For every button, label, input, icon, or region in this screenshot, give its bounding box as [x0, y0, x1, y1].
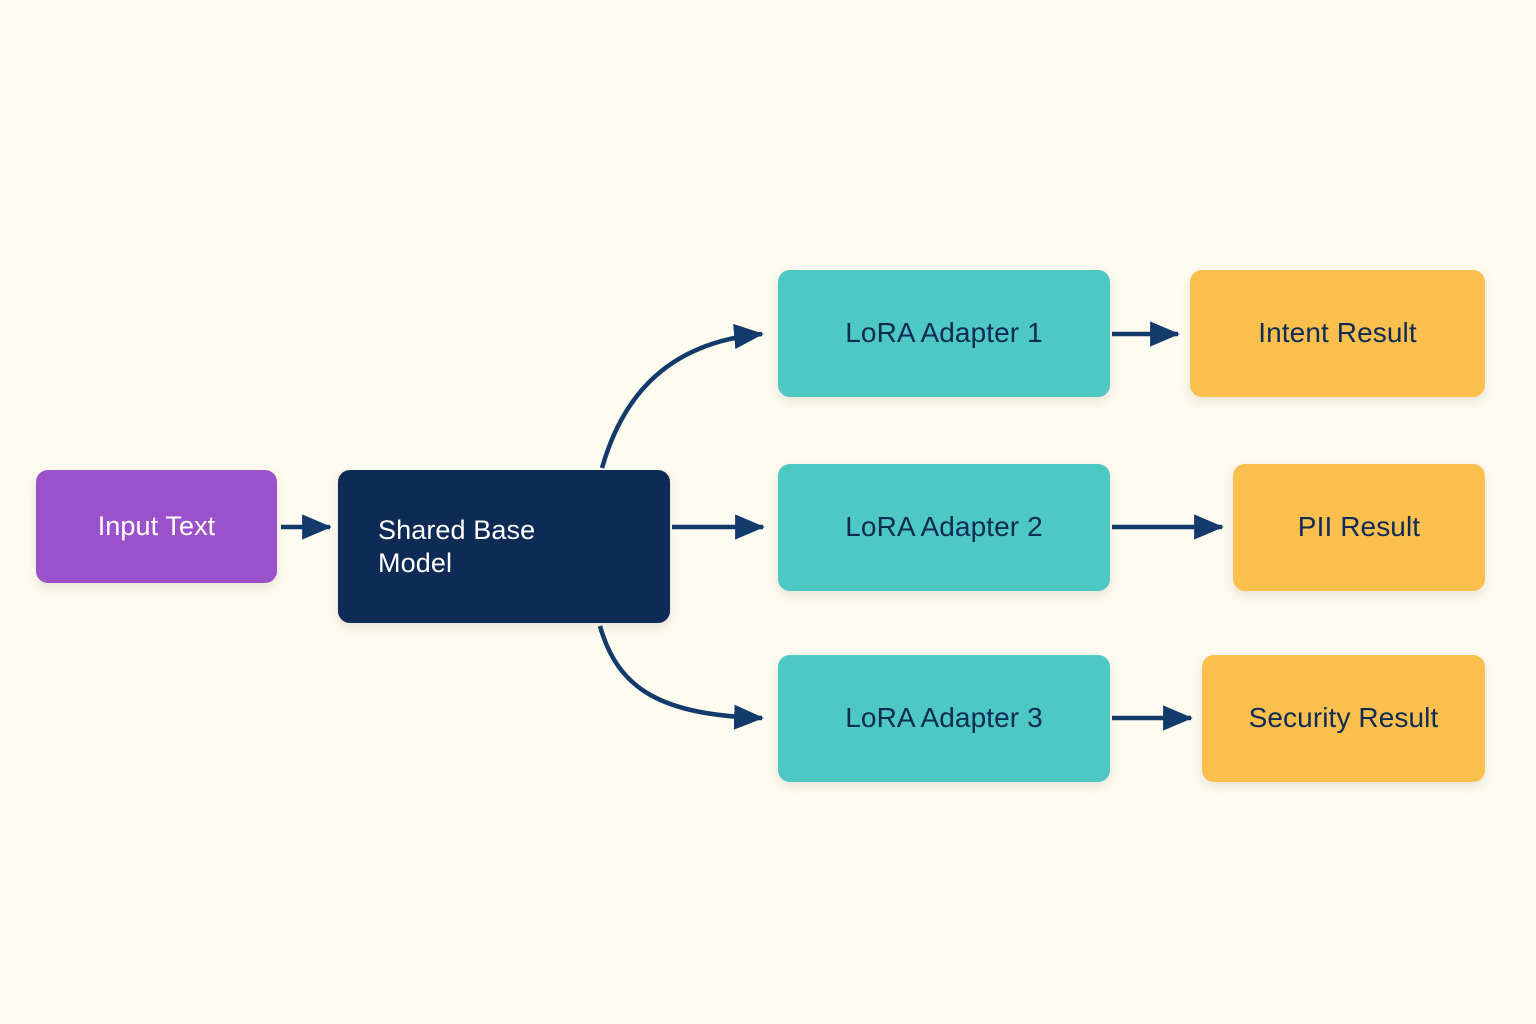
node-lora-adapter-1-label: LoRA Adapter 1 [845, 317, 1043, 349]
node-lora-adapter-3[interactable]: LoRA Adapter 3 [778, 655, 1110, 782]
node-lora-adapter-3-label: LoRA Adapter 3 [845, 702, 1043, 734]
node-lora-adapter-2[interactable]: LoRA Adapter 2 [778, 464, 1110, 591]
node-pii-result[interactable]: PII Result [1233, 464, 1485, 591]
node-intent-result[interactable]: Intent Result [1190, 270, 1485, 397]
edge-base-to-adapter-3 [597, 625, 764, 730]
node-input-text-label: Input Text [97, 511, 216, 542]
node-pii-result-label: PII Result [1297, 511, 1421, 543]
node-intent-result-label: Intent Result [1258, 317, 1417, 349]
node-shared-base-model-label: Shared Base Model [378, 514, 536, 578]
node-lora-adapter-2-label: LoRA Adapter 2 [845, 511, 1043, 543]
node-shared-base-model[interactable]: Shared Base Model [338, 470, 670, 623]
node-security-result[interactable]: Security Result [1202, 655, 1485, 782]
node-lora-adapter-1[interactable]: LoRA Adapter 1 [778, 270, 1110, 397]
edge-base-to-adapter-1 [599, 323, 764, 469]
node-input-text[interactable]: Input Text [36, 470, 277, 583]
node-security-result-label: Security Result [1248, 702, 1439, 734]
